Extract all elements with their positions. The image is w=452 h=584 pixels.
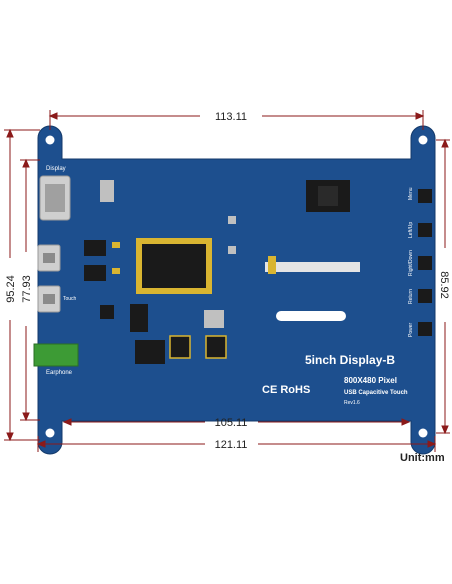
left-outer-height-label: 95.24 [5, 275, 17, 303]
inductor [318, 186, 338, 206]
board-silkscreen: 5inch Display-B CE RoHS 800X480 Pixel US… [262, 353, 408, 406]
ic-chip [100, 305, 114, 319]
mount-hole [45, 135, 55, 145]
ic-chip [135, 340, 165, 364]
inner-width-label: 105.11 [215, 417, 248, 429]
touch-text: USB Capacitive Touch [344, 390, 408, 396]
arrow-head [6, 432, 14, 442]
return-button [418, 289, 432, 303]
board-outline [37, 125, 436, 455]
left-inner-height-label: 77.93 [21, 275, 33, 303]
return-label: Return [408, 289, 414, 304]
mount-hole [45, 428, 55, 438]
display-port-label: Display [46, 166, 66, 172]
touch-port-label: Touch [63, 296, 77, 302]
arrow-head [427, 440, 437, 448]
menu-button [418, 189, 432, 203]
right-height-label: 85.92 [438, 271, 450, 299]
menu-label: Menu [408, 187, 414, 200]
board-title: 5inch Display-B [305, 353, 395, 367]
hdmi-port-inner [45, 184, 65, 212]
arrow-head [22, 412, 30, 422]
component [112, 242, 120, 248]
power-button [418, 322, 432, 336]
ic-chip [169, 335, 191, 359]
arrow-head [441, 138, 449, 148]
components [84, 180, 360, 364]
certification-marks: CE RoHS [262, 384, 310, 396]
side-buttons: Menu Left/Up Right/Down Return Power [408, 187, 432, 337]
arrow-head [441, 425, 449, 435]
arrow-head [6, 128, 14, 138]
board [37, 125, 436, 455]
fpc-connector [265, 262, 360, 272]
arrow-head [22, 158, 30, 168]
component [204, 310, 224, 328]
top-width-label: 113.11 [215, 111, 247, 123]
mount-hole [418, 135, 428, 145]
dimension-lines [4, 110, 450, 452]
cable-slot [276, 311, 346, 321]
ic-chip [84, 265, 106, 281]
left-ports: Display Touch Earphone [33, 166, 79, 376]
component [228, 216, 236, 224]
right-down-button [418, 256, 432, 270]
arrow-head [401, 418, 411, 426]
earphone-label: Earphone [46, 370, 73, 376]
outer-width-label: 121.11 [215, 439, 248, 451]
main-chip [142, 244, 206, 288]
arrow-head [415, 112, 425, 120]
resolution-text: 800X480 Pixel [344, 376, 397, 385]
arrow-head [48, 112, 58, 120]
ic-chip [84, 240, 106, 256]
earphone-jack [33, 343, 79, 367]
component [228, 246, 236, 254]
arrow-head [36, 440, 46, 448]
right-down-label: Right/Down [408, 250, 414, 276]
touch-usb-port-inner [43, 294, 55, 304]
left-up-button [418, 223, 432, 237]
revision-text: Rev1.6 [344, 400, 360, 406]
unit-label: Unit:mm [400, 452, 445, 464]
mount-hole [418, 428, 428, 438]
arrow-head [62, 418, 72, 426]
component [112, 268, 120, 274]
ic-chip [205, 335, 227, 359]
usb-port-inner [43, 253, 55, 263]
component [100, 180, 114, 202]
ic-chip [130, 304, 148, 332]
left-up-label: Left/Up [408, 222, 414, 238]
fpc-connector-end [268, 256, 276, 274]
power-label: Power [408, 322, 414, 337]
